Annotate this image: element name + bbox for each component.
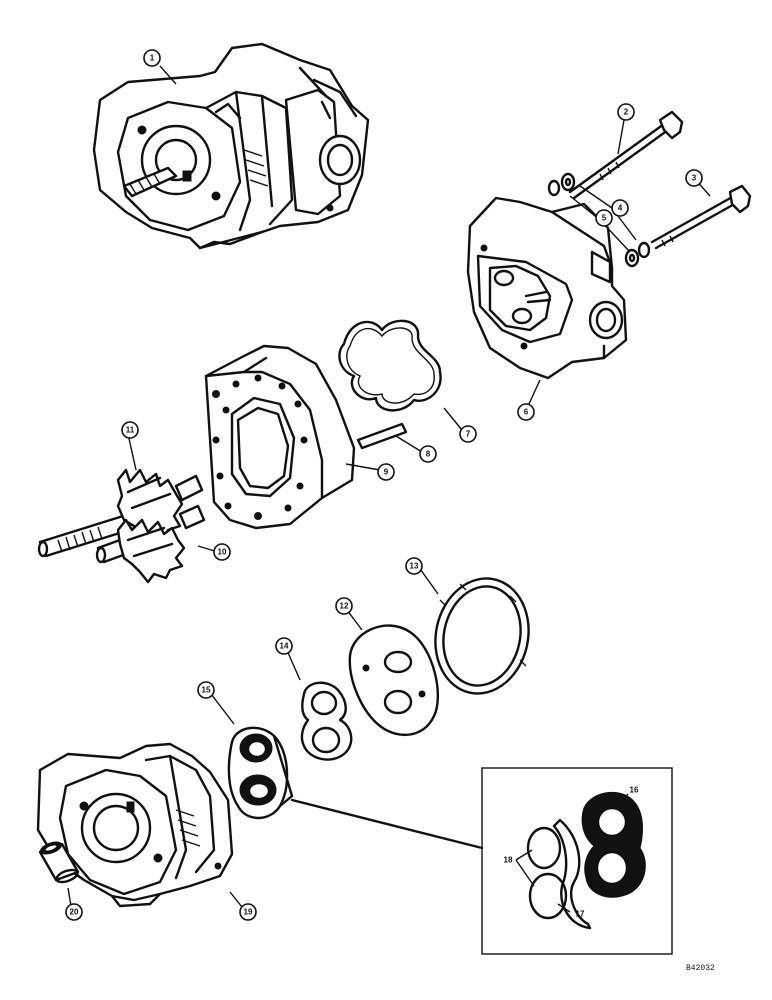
callout-4-label: 4 <box>618 204 623 213</box>
callout-19: 19 <box>239 903 257 921</box>
front-housing-19 <box>36 742 234 908</box>
bolt-3 <box>650 184 752 250</box>
callout-16: 16 <box>630 786 639 795</box>
callout-13-label: 13 <box>410 562 419 571</box>
bolt-2 <box>568 110 684 200</box>
callout-11: 11 <box>121 421 139 439</box>
rear-cover-6 <box>466 196 628 380</box>
callout-10: 10 <box>213 543 231 561</box>
callout-3-label: 3 <box>692 174 697 183</box>
callout-12: 12 <box>335 597 353 615</box>
callout-2-label: 2 <box>624 108 629 117</box>
callout-8: 8 <box>419 445 437 463</box>
callout-9-label: 9 <box>384 468 389 477</box>
gear-housing-9 <box>204 344 356 530</box>
callout-13: 13 <box>405 557 423 575</box>
callout-12-label: 12 <box>340 602 349 611</box>
callout-4: 4 <box>611 199 629 217</box>
callout-6: 6 <box>517 403 535 421</box>
wear-plate-12 <box>348 624 440 737</box>
callout-16-label: 16 <box>630 786 639 795</box>
callout-3: 3 <box>685 169 703 187</box>
seal-assembly-15 <box>227 726 294 820</box>
gasket-7 <box>338 319 442 412</box>
callout-17-label: 17 <box>576 910 585 919</box>
callout-9: 9 <box>377 463 395 481</box>
callout-2: 2 <box>617 103 635 121</box>
callout-15-label: 15 <box>202 686 211 695</box>
seal-kit-inset <box>290 767 673 955</box>
callout-19-label: 19 <box>244 908 253 917</box>
callout-1-label: 1 <box>150 54 155 63</box>
callout-7-label: 7 <box>466 430 471 439</box>
callout-18-label: 18 <box>504 856 513 865</box>
callout-8-label: 8 <box>426 450 431 459</box>
callout-14: 14 <box>275 637 293 655</box>
callout-20-label: 20 <box>70 908 79 917</box>
callout-17: 17 <box>576 910 585 919</box>
seal-14 <box>300 681 353 761</box>
pump-assembly-top <box>92 42 370 250</box>
gear-shaft-10 <box>95 504 206 584</box>
callout-5: 5 <box>595 209 613 227</box>
gear-shaft-11 <box>37 468 204 558</box>
callout-18: 18 <box>504 856 513 865</box>
bushing-20 <box>38 841 80 884</box>
callout-1: 1 <box>143 49 161 67</box>
callout-6-label: 6 <box>524 408 529 417</box>
callout-7: 7 <box>459 425 477 443</box>
drawing-number: B42032 <box>686 964 715 973</box>
callout-20: 20 <box>65 903 83 921</box>
callout-14-label: 14 <box>280 642 289 651</box>
dowel-pin-8 <box>356 422 408 450</box>
seal-ring-13 <box>434 577 530 695</box>
callout-10-label: 10 <box>218 548 227 557</box>
callout-11-label: 11 <box>126 426 135 435</box>
callout-15: 15 <box>197 681 215 699</box>
washers-4-5 <box>547 172 651 268</box>
callout-5-label: 5 <box>602 214 607 223</box>
leader-lines <box>67 65 711 913</box>
